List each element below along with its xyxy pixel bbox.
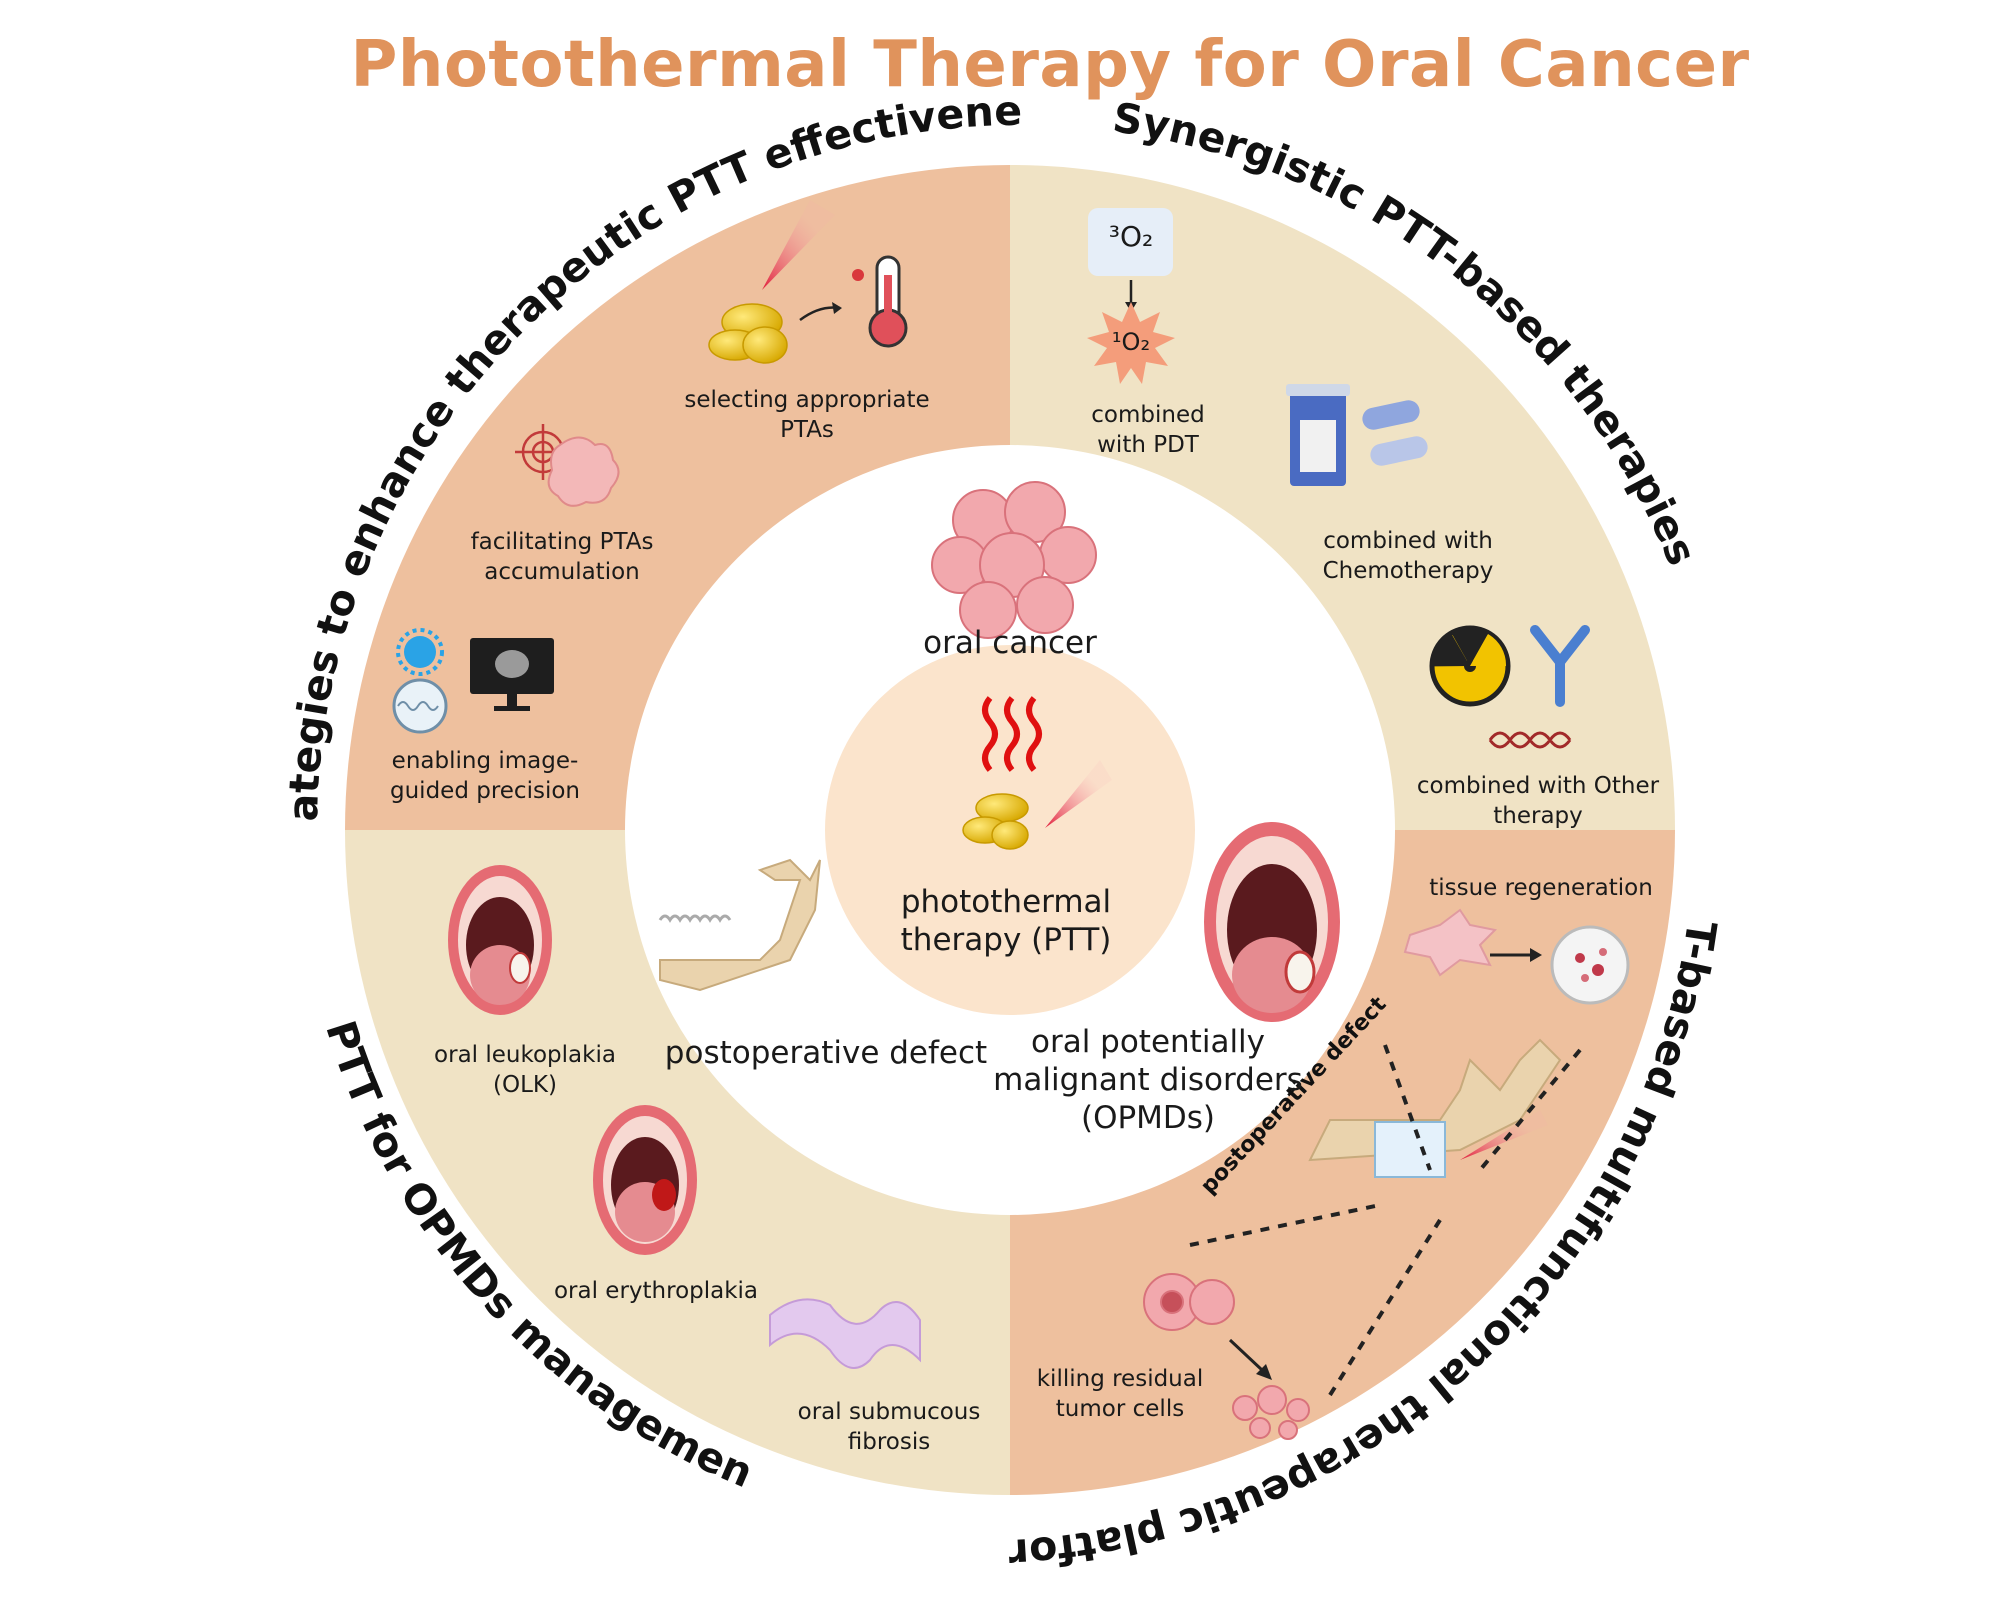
radiation-icon bbox=[1429, 625, 1511, 707]
laser-beam-icon bbox=[1460, 1110, 1548, 1160]
nanoparticle-icon bbox=[396, 628, 444, 676]
dead-cell-icon bbox=[1232, 1385, 1310, 1440]
photothermal-agent-icon bbox=[962, 793, 1029, 850]
diagram-title: Photothermal Therapy for Oral Cancer bbox=[350, 28, 1750, 102]
thermometer-icon bbox=[868, 255, 908, 348]
ptas-accumulation-label: facilitating PTAs accumulation bbox=[470, 529, 654, 585]
heat-waves-icon bbox=[982, 696, 1042, 772]
submucous-fibrosis-label: oral submucous fibrosis bbox=[797, 1399, 981, 1455]
pill-bottle-icon bbox=[1286, 384, 1350, 486]
arrow-icon bbox=[1228, 1338, 1264, 1372]
oral-cancer-label: oral cancer bbox=[923, 625, 1097, 661]
arrowhead-icon bbox=[1256, 1364, 1272, 1380]
petri-dish-icon bbox=[1550, 925, 1630, 1005]
tissue-regeneration-label: tissue regeneration bbox=[1429, 875, 1653, 901]
singlet-oxygen-label: ¹O₂ bbox=[1111, 328, 1151, 356]
triplet-oxygen-label: ³O₂ bbox=[1108, 220, 1154, 253]
fibroblast-icon bbox=[1403, 908, 1498, 977]
combined-pdt-label: combined with PDT bbox=[1091, 402, 1205, 458]
combined-other-label: combined with Other therapy bbox=[1416, 773, 1660, 829]
monitor-icon bbox=[470, 638, 554, 711]
laser-beam-icon bbox=[1045, 760, 1112, 828]
postoperative-defect-label: postoperative defect bbox=[664, 1035, 988, 1071]
dna-icon bbox=[1488, 731, 1572, 749]
starburst-icon bbox=[1087, 302, 1175, 384]
laser-beam-icon bbox=[762, 200, 835, 290]
center-ptt-label: photothermal therapy (PTT) bbox=[900, 884, 1112, 958]
capsule-icon bbox=[1362, 400, 1428, 466]
mucosa-tissue-icon bbox=[769, 1298, 921, 1369]
oxygen-box bbox=[1088, 208, 1173, 276]
antibody-icon bbox=[1530, 625, 1590, 707]
erythroplakia-label: oral erythroplakia bbox=[553, 1278, 759, 1304]
oral-cancer-icon bbox=[931, 481, 1097, 639]
arrowhead-icon bbox=[1530, 948, 1542, 962]
mitochondria-icon bbox=[392, 678, 448, 734]
mouth-icon bbox=[1204, 822, 1340, 1022]
ptas-selection-label: selecting appropriate PTAs bbox=[684, 387, 930, 443]
photothermal-agent-icon bbox=[708, 303, 788, 364]
olk-label: oral leukoplakia (OLK) bbox=[434, 1042, 616, 1098]
tumor-cell-icon bbox=[547, 436, 620, 507]
heat-spark-icon bbox=[852, 269, 864, 281]
image-guided-label: enabling image- guided precision bbox=[390, 748, 580, 804]
jaw-bone-icon bbox=[658, 858, 821, 992]
tumor-cell-icon bbox=[1143, 1273, 1235, 1331]
mouth-icon bbox=[593, 1105, 697, 1255]
combined-chemotherapy-label: combined with Chemotherapy bbox=[1322, 528, 1494, 584]
killing-residual-label: killing residual tumor cells bbox=[1036, 1366, 1204, 1422]
jaw-bone-icon bbox=[1308, 1038, 1562, 1178]
arrowhead-icon bbox=[832, 302, 842, 314]
dashed-lines bbox=[1189, 1044, 1582, 1397]
mouth-icon bbox=[448, 865, 552, 1015]
opmds-label: oral potentially malignant disorders (OP… bbox=[993, 1024, 1303, 1136]
